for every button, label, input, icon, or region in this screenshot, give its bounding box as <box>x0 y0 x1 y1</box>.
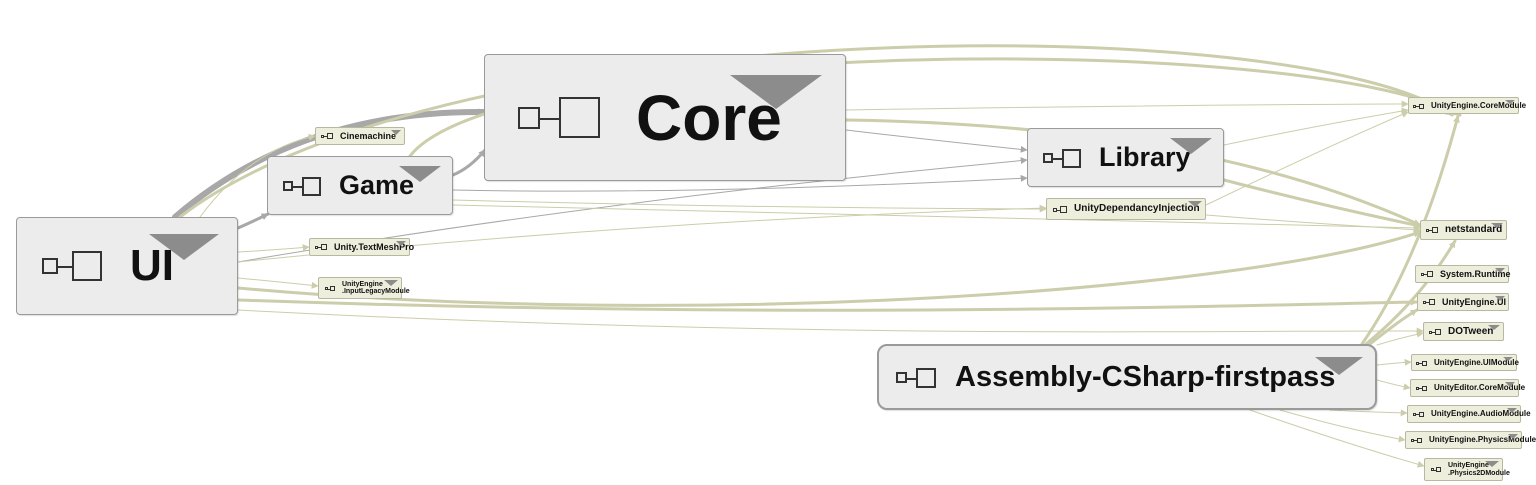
assembly-icon <box>283 176 323 196</box>
chevron-down-icon[interactable] <box>149 234 219 260</box>
edge-ui-to-tmp <box>237 244 310 253</box>
node-label: UnityEngine.AudioModule <box>1431 409 1531 418</box>
chevron-down-icon[interactable] <box>1170 138 1212 154</box>
edge-ui-to-netstandard <box>236 230 1422 307</box>
assembly-icon <box>896 367 938 388</box>
assembly-icon <box>1431 467 1442 472</box>
node-label: DOTween <box>1448 325 1494 337</box>
edge-firstpass-to-audio <box>1329 409 1408 417</box>
chevron-down-icon[interactable] <box>399 166 441 182</box>
edge-udi-to-coremodule <box>1205 111 1409 206</box>
assembly-icon <box>518 96 604 139</box>
edge-core-to-coremodule <box>845 100 1409 111</box>
node-netstandard[interactable]: netstandard <box>1420 220 1507 240</box>
node-editorcore[interactable]: UnityEditor.CoreModule <box>1410 379 1525 397</box>
edge-game-to-netstandard <box>452 204 1421 232</box>
node-coremodule[interactable]: UnityEngine.CoreModule <box>1408 97 1526 114</box>
node-audio[interactable]: UnityEngine.AudioModule <box>1407 405 1531 423</box>
node-label: UnityEditor.CoreModule <box>1434 383 1526 392</box>
assembly-icon <box>1416 360 1428 366</box>
chevron-down-icon[interactable] <box>1495 268 1505 273</box>
assembly-icon <box>1416 385 1428 391</box>
edge-firstpass-to-uimodule <box>1376 358 1412 366</box>
edge-firstpass-to-coremodule <box>1360 114 1460 346</box>
node-label: Assembly-CSharp-firstpass <box>955 360 1336 393</box>
node-cinemachine[interactable]: Cinemachine <box>315 127 405 145</box>
assembly-icon <box>1423 299 1436 305</box>
node-firstpass[interactable]: Assembly-CSharp-firstpass <box>877 344 1377 410</box>
node-label: UnityEngine .InputLegacyModule <box>342 280 410 295</box>
chevron-down-icon[interactable] <box>1495 296 1505 301</box>
node-label: UnityEngine .Physics2DModule <box>1448 462 1510 477</box>
node-sysruntime[interactable]: System.Runtime <box>1415 265 1511 283</box>
chevron-down-icon[interactable] <box>1485 461 1499 467</box>
edge-firstpass-to-netstandard <box>1364 239 1457 346</box>
node-inputlegacy[interactable]: UnityEngine .InputLegacyModule <box>318 277 410 299</box>
edge-firstpass-to-physics <box>1279 409 1406 443</box>
edge-udi-to-netstandard <box>1205 214 1421 234</box>
chevron-down-icon[interactable] <box>1507 408 1517 413</box>
node-uimodule[interactable]: UnityEngine.UIModule <box>1411 354 1519 371</box>
node-dotween[interactable]: DOTween <box>1423 322 1504 341</box>
assembly-icon <box>1043 148 1083 168</box>
assembly-icon <box>1413 103 1425 109</box>
edge-firstpass-to-dotween <box>1376 330 1424 346</box>
edge-firstpass-to-physics2d <box>1249 409 1425 468</box>
edge-game-to-udi <box>452 199 1047 213</box>
node-label: UnityEngine.PhysicsModule <box>1429 435 1536 444</box>
node-label: System.Runtime <box>1440 268 1511 279</box>
node-core[interactable]: Core <box>484 54 846 181</box>
edge-library-to-coremodule <box>1223 107 1409 146</box>
node-label: UnityEngine.UIModule <box>1434 357 1519 367</box>
assembly-icon <box>42 250 106 282</box>
assembly-icon <box>1421 271 1434 277</box>
edge-game-to-library <box>452 174 1028 192</box>
node-physics[interactable]: UnityEngine.PhysicsModule <box>1405 431 1536 449</box>
chevron-down-icon[interactable] <box>384 280 398 286</box>
edge-ui-to-game <box>236 212 270 230</box>
chevron-down-icon[interactable] <box>1488 325 1500 330</box>
chevron-down-icon[interactable] <box>1503 357 1513 361</box>
node-label: Unity.TextMeshPro <box>334 241 415 252</box>
assembly-icon <box>1411 437 1423 443</box>
chevron-down-icon[interactable] <box>1188 201 1202 207</box>
assembly-icon <box>321 133 334 139</box>
edge-firstpass-to-editorcore <box>1376 379 1411 391</box>
chevron-down-icon[interactable] <box>1505 100 1515 104</box>
node-label: UnityEngine.CoreModule <box>1431 100 1527 110</box>
edge-ui-to-cinemachine <box>199 133 316 218</box>
node-ui[interactable]: UI <box>16 217 238 315</box>
edge-library-to-netstandard <box>1222 178 1422 229</box>
chevron-down-icon[interactable] <box>391 130 401 135</box>
assembly-icon <box>1426 227 1439 233</box>
edge-game-to-core <box>451 148 487 177</box>
chevron-down-icon[interactable] <box>730 75 822 109</box>
node-game[interactable]: Game <box>267 156 453 215</box>
node-physics2d[interactable]: UnityEngine .Physics2DModule <box>1424 458 1510 481</box>
assembly-icon <box>1413 411 1425 417</box>
edge-core-to-library <box>845 129 1028 153</box>
node-tmp[interactable]: Unity.TextMeshPro <box>309 238 414 256</box>
edge-firstpass-to-unityui <box>1368 308 1419 346</box>
node-udi[interactable]: UnityDependancyInjection <box>1046 198 1206 220</box>
assembly-icon <box>1429 328 1442 335</box>
edge-ui-to-unityui <box>236 298 1419 312</box>
node-label: UnityEngine.UI <box>1442 296 1507 307</box>
chevron-down-icon[interactable] <box>1505 382 1515 387</box>
node-label: Cinemachine <box>340 130 397 141</box>
assembly-icon <box>315 244 328 250</box>
assembly-icon <box>325 285 336 291</box>
chevron-down-icon[interactable] <box>1491 223 1503 228</box>
node-library[interactable]: Library <box>1027 128 1224 187</box>
node-label: netstandard <box>1445 224 1503 235</box>
chevron-down-icon[interactable] <box>1315 357 1363 375</box>
assembly-icon <box>1053 205 1067 213</box>
edge-ui-to-dotween <box>237 309 1424 335</box>
node-label: UnityDependancyInjection <box>1074 203 1200 214</box>
node-unityui[interactable]: UnityEngine.UI <box>1417 293 1509 311</box>
chevron-down-icon[interactable] <box>396 241 406 246</box>
edge-ui-to-inputlegacy <box>237 277 319 289</box>
chevron-down-icon[interactable] <box>1508 434 1518 439</box>
